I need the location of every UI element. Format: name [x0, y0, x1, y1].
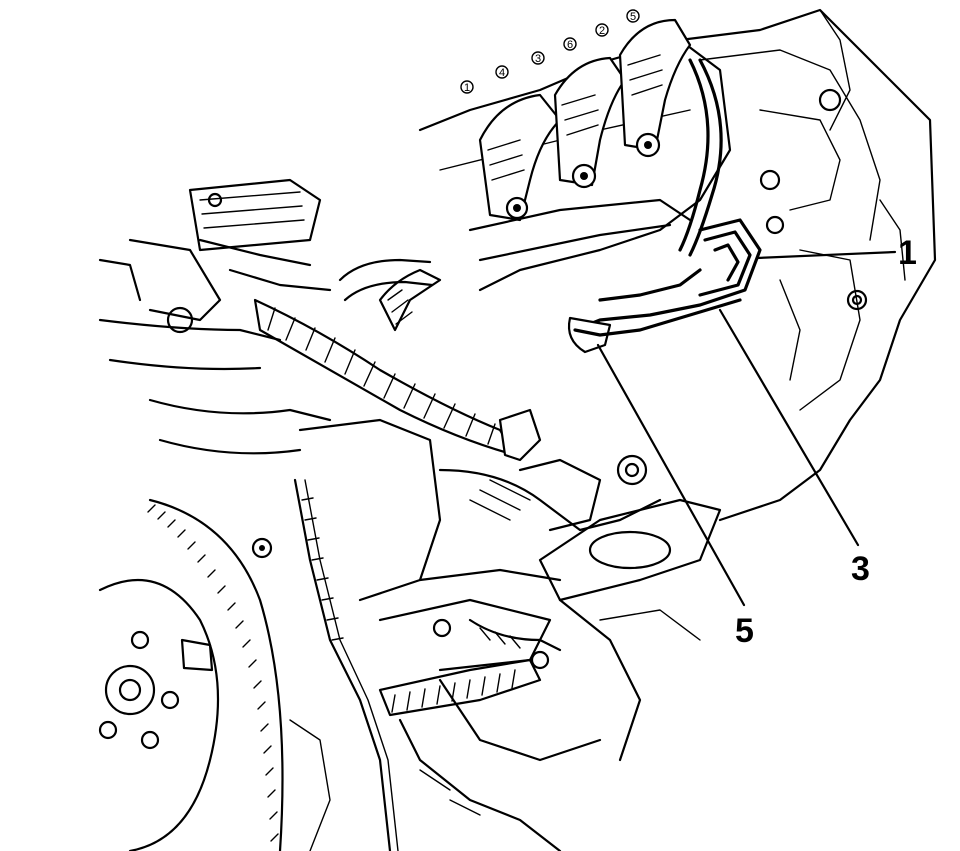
- callout-5: 5: [596, 343, 754, 650]
- callout-1: 1: [755, 234, 917, 272]
- ignition-coil-1: [478, 93, 562, 222]
- coil-label-2: 2: [599, 25, 605, 37]
- callout-3: 3: [718, 308, 870, 588]
- lower-harness: [378, 618, 562, 717]
- callout-label-5: 5: [735, 612, 754, 650]
- coil-label-6: 6: [567, 39, 573, 51]
- coil-label-1: 1: [464, 82, 470, 94]
- wiring-harness-right: [567, 58, 762, 354]
- callout-label-3: 3: [851, 550, 870, 588]
- engine-block: [678, 8, 937, 522]
- coil-label-3: 3: [535, 53, 541, 65]
- upper-left-bracket: [98, 178, 322, 334]
- coil-label-4: 4: [499, 67, 505, 79]
- ignition-coil-3: [553, 56, 627, 189]
- hoses: [98, 238, 434, 455]
- callout-label-1: 1: [898, 234, 917, 272]
- coil-label-5: 5: [630, 11, 636, 23]
- lower-block: [289, 598, 701, 851]
- flywheel: [98, 498, 284, 851]
- corrugated-harness: [253, 268, 542, 462]
- ignition-coil-5: [618, 18, 692, 158]
- dipstick-tube: [293, 478, 399, 851]
- coil-number-labels: 1 4 3 6 2 5: [460, 9, 640, 94]
- transmission-housing: [298, 418, 722, 672]
